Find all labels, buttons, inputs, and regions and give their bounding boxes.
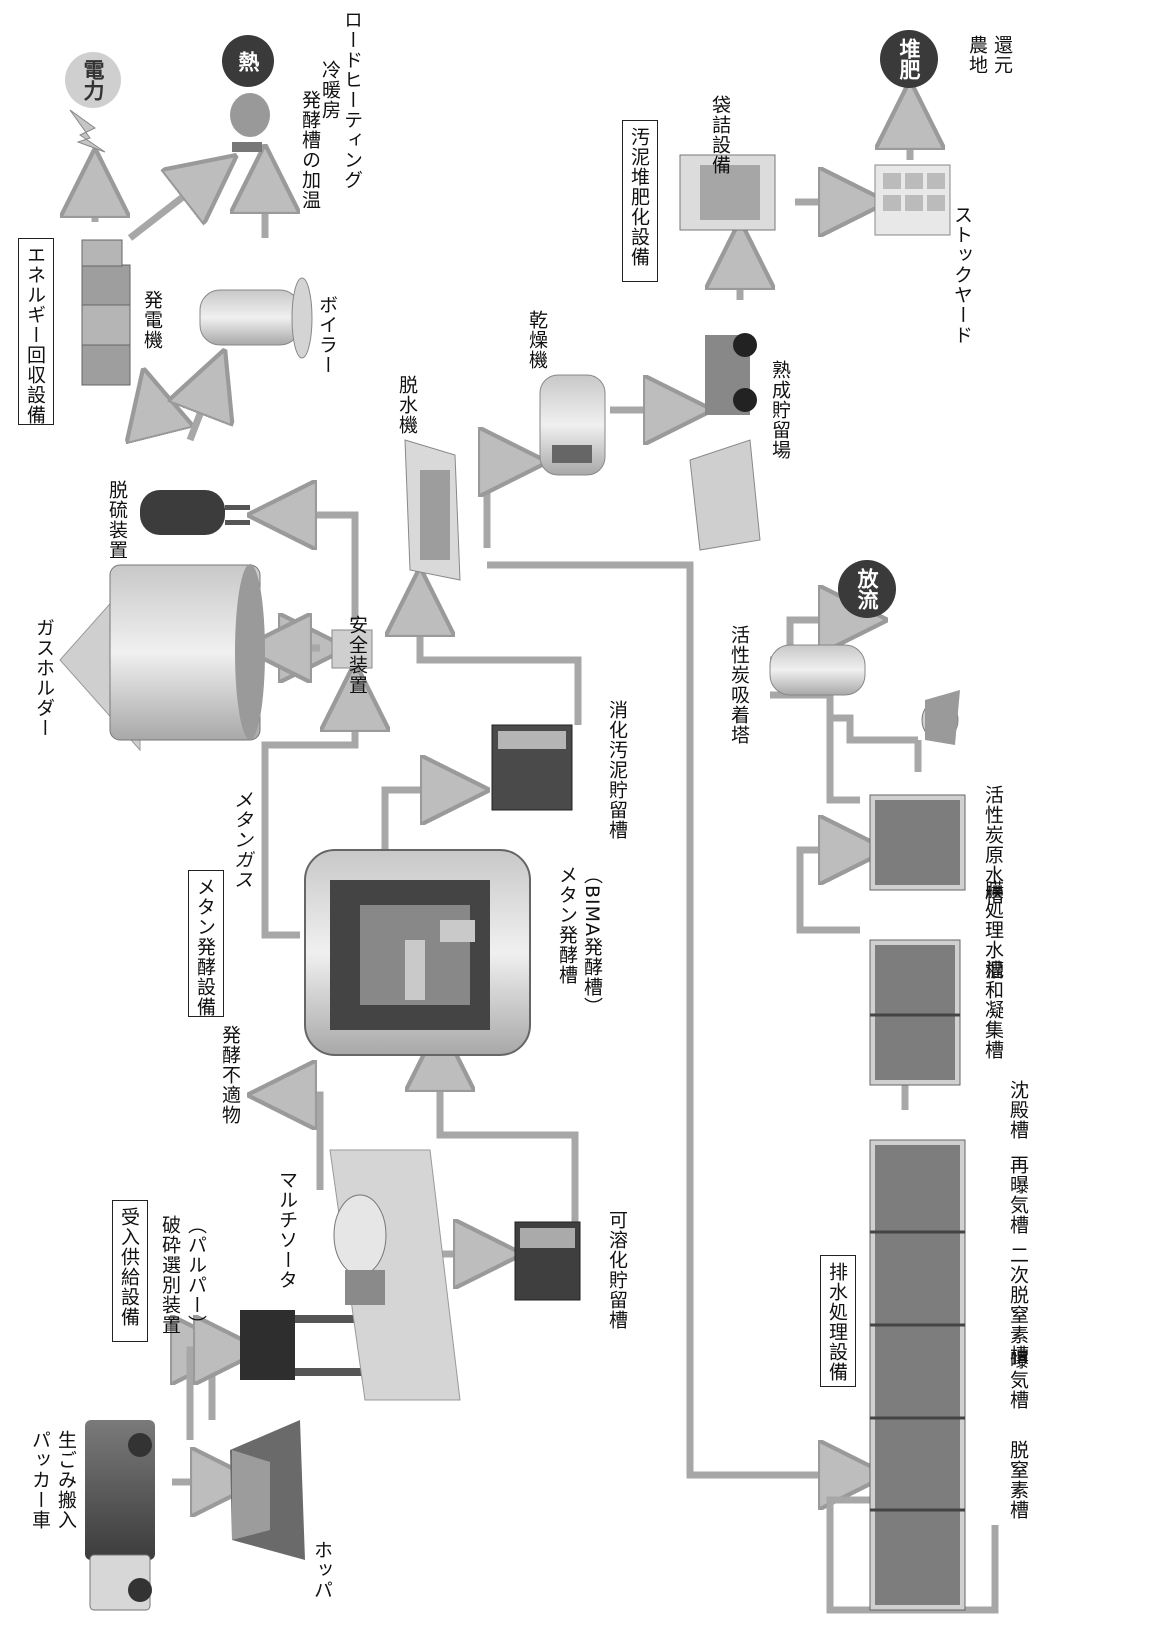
- lightning-icon: [69, 109, 106, 153]
- packer-truck-label-line2: 生ごみ搬入: [55, 1430, 77, 1530]
- coagulation-tank-label: 混和凝集槽: [982, 960, 1004, 1060]
- generator-label: 発電機: [141, 290, 163, 350]
- methane-gas-label: メタンガス: [231, 790, 253, 890]
- dewatering-graphic: [404, 439, 461, 581]
- bagging-graphic: [679, 154, 776, 231]
- boiler-label: ボイラー: [316, 295, 338, 375]
- pulper-label-line2: （パルパー）: [185, 1215, 207, 1335]
- heat-use-label-line2: 冷暖房: [319, 60, 341, 120]
- farmland-label-line2: 還元: [991, 35, 1013, 75]
- heat-use-label-line1: 発酵槽の加温: [299, 90, 321, 210]
- activated-carbon-raw-tank-label: 活性炭原水槽: [982, 785, 1004, 905]
- boiler-graphic: [199, 277, 313, 359]
- dryer-graphic: [539, 374, 606, 476]
- maturing-yard-label: 熟成貯留場: [769, 360, 791, 460]
- section-energy-label: エネルギー回収設備: [24, 245, 46, 425]
- heat-pot-graphic: [230, 93, 270, 152]
- compost-badge: 堆肥: [880, 30, 938, 88]
- stockyard-graphic: [874, 164, 951, 236]
- safety-device-label: 安全装置: [346, 615, 368, 695]
- dryer-label: 乾燥機: [526, 310, 548, 370]
- maturing-yard-graphic: [689, 333, 761, 551]
- section-methane-label: メタン発酵設備: [194, 877, 216, 1017]
- aeration-tank-label: 曝気槽: [1007, 1350, 1029, 1410]
- reaeration-tank-label: 再曝気槽: [1007, 1155, 1029, 1235]
- carbon-tower-graphic: [769, 644, 866, 696]
- desulfurizer-graphic: [140, 490, 250, 535]
- packer-truck-graphic: [85, 1420, 155, 1611]
- heat-badge-text: 熱: [236, 50, 260, 72]
- desulfurizer-label: 脱硫装置: [106, 480, 128, 560]
- multisorter-label: マルチソータ: [276, 1170, 298, 1290]
- hopper-label: ホッパ: [311, 1540, 333, 1600]
- section-wastewater: 排水処理設備: [820, 1255, 856, 1387]
- generator-graphic: [81, 239, 131, 386]
- farmland-label-line1: 農地: [966, 35, 988, 75]
- electricity-badge: 電力: [65, 52, 121, 108]
- pulper-label-line1: 破砕選別装置: [159, 1215, 181, 1335]
- membrane-tank-label: 膜処理水槽: [982, 880, 1004, 980]
- packer-truck-label-line1: パッカー車: [29, 1430, 51, 1530]
- section-intake: 受入供給設備: [112, 1200, 148, 1342]
- safety-device-graphic: [331, 629, 373, 669]
- section-methane: メタン発酵設備: [188, 870, 224, 1017]
- digested-sludge-tank-graphic: [491, 724, 573, 811]
- methane-tank-graphic: [304, 849, 531, 1056]
- heat-badge: 熱: [222, 35, 274, 87]
- section-compost-label: 汚泥堆肥化設備: [628, 127, 650, 267]
- denitrification-tank-label: 脱窒素槽: [1007, 1440, 1029, 1520]
- multisorter-graphic: [329, 1149, 461, 1401]
- section-energy: エネルギー回収設備: [18, 238, 54, 425]
- secondary-denitrification-tank-label: 二次脱窒素槽: [1007, 1245, 1029, 1365]
- unfit-material-label: 発酵不適物: [219, 1025, 241, 1125]
- methane-tank-label-line1: メタン発酵槽: [556, 865, 578, 985]
- discharge-badge-text: 放流: [855, 568, 879, 610]
- stockyard-label: ストックヤード: [951, 205, 973, 345]
- dewatering-label: 脱水機: [396, 375, 418, 435]
- gas-holder-graphic: [59, 564, 265, 752]
- section-compost: 汚泥堆肥化設備: [622, 120, 658, 282]
- wastewater-tanks-graphic: [869, 794, 966, 1611]
- gas-holder-label: ガスホルダー: [33, 618, 55, 738]
- compost-badge-text: 堆肥: [897, 38, 921, 80]
- discharge-badge: 放流: [838, 560, 896, 618]
- methane-tank-label-line2: （BIMA発酵槽）: [581, 865, 603, 1018]
- electricity-badge-text: 電力: [81, 59, 105, 101]
- solubilized-tank-graphic: [514, 1221, 581, 1301]
- solubilized-tank-label: 可溶化貯留槽: [606, 1210, 628, 1330]
- section-wastewater-label: 排水処理設備: [826, 1262, 848, 1382]
- activated-carbon-tower-label: 活性炭吸着塔: [728, 625, 750, 745]
- bagging-label: 袋詰設備: [709, 95, 731, 175]
- pump-graphic: [921, 690, 960, 745]
- section-intake-label: 受入供給設備: [118, 1207, 140, 1327]
- pulper-graphic: [240, 1310, 375, 1380]
- settling-tank-label: 沈殿槽: [1007, 1080, 1029, 1140]
- digested-sludge-tank-label: 消化汚泥貯留槽: [606, 700, 628, 840]
- hopper-graphic: [230, 1420, 305, 1560]
- heat-use-label-line3: ロードヒーティング: [341, 10, 363, 190]
